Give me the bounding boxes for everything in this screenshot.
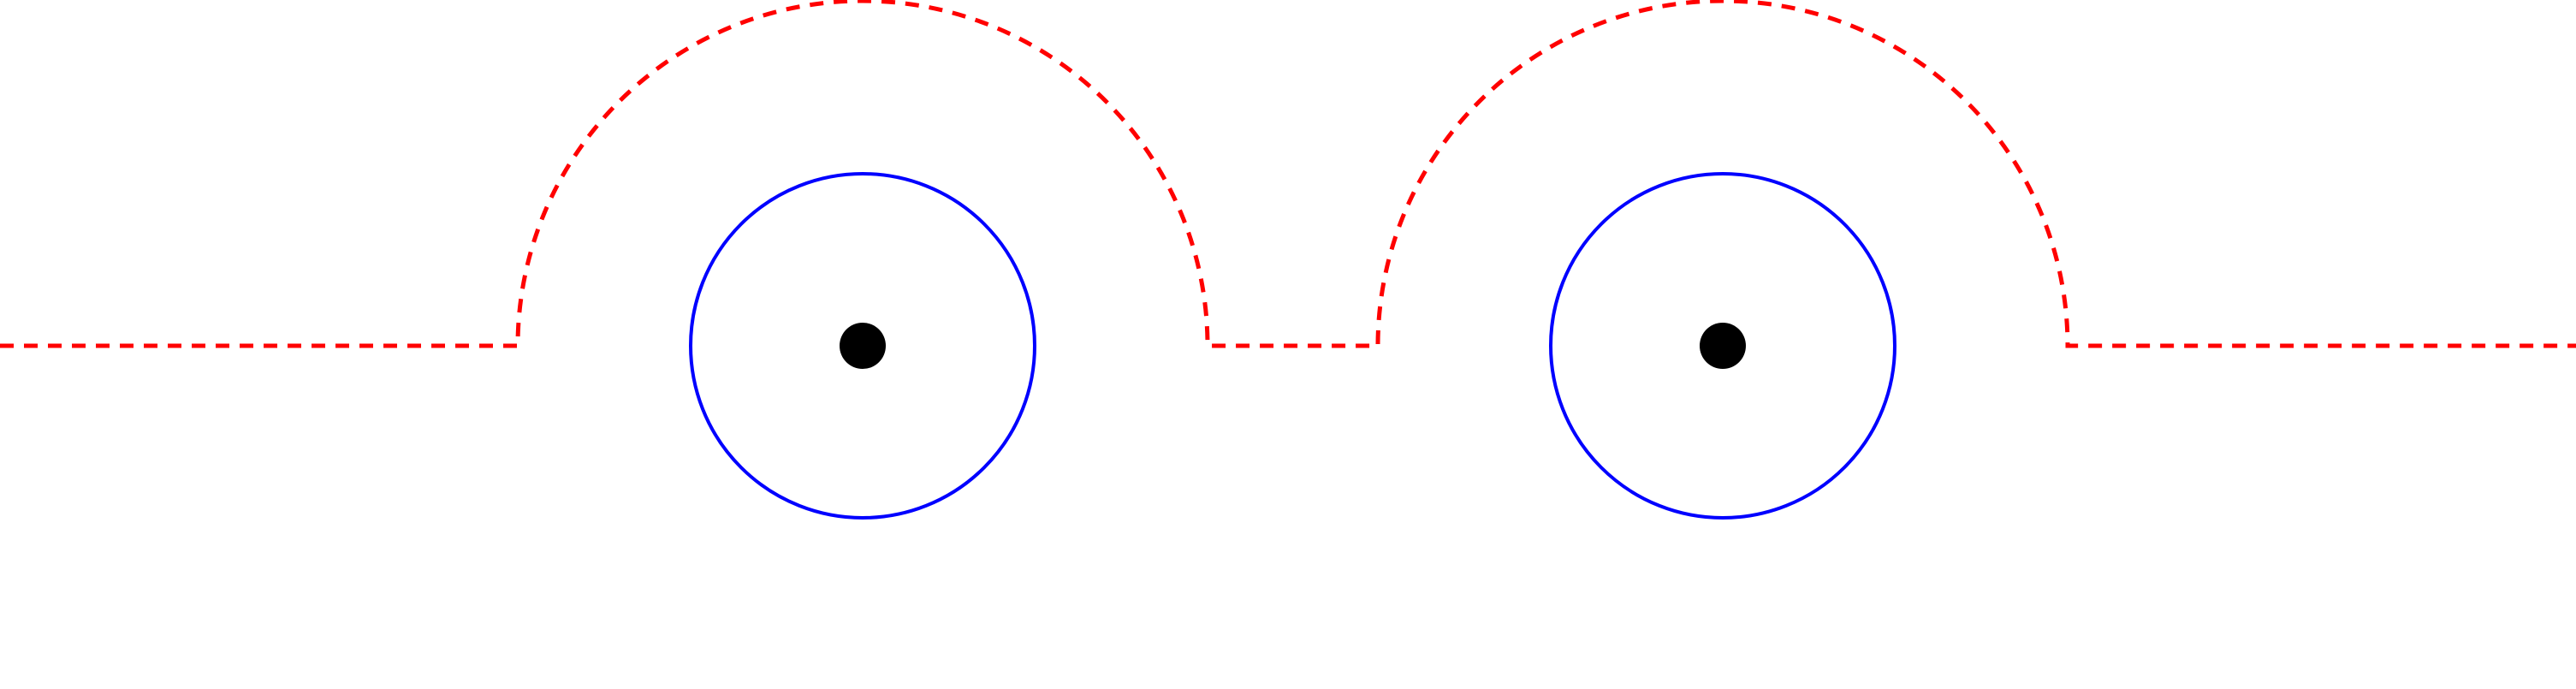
right-center-point <box>1700 323 1746 369</box>
right-circle <box>1549 172 1896 520</box>
dashed-boundary-line <box>0 0 2576 348</box>
left-circle <box>689 172 1036 520</box>
left-center-point <box>840 323 886 369</box>
